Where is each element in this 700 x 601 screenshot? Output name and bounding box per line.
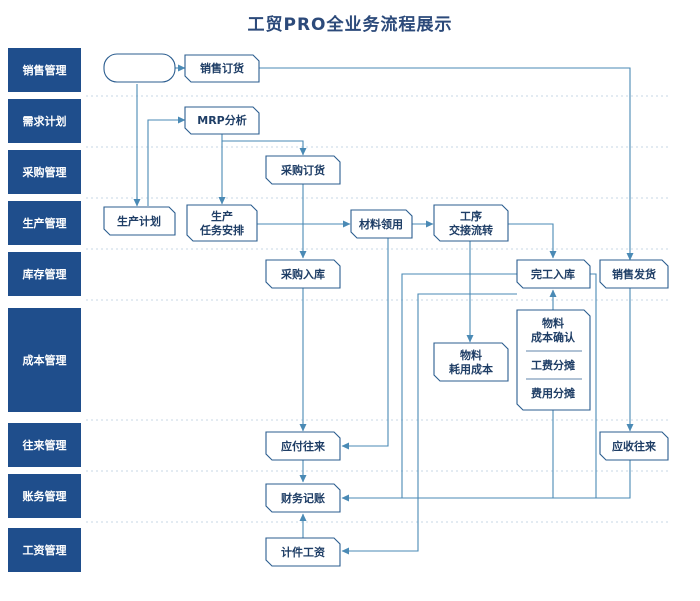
svg-text:销售订货: 销售订货 xyxy=(200,61,244,75)
svg-text:采购管理: 采购管理 xyxy=(22,165,67,179)
svg-text:生产管理: 生产管理 xyxy=(23,216,67,230)
page-title: 工贸PRO全业务流程展示 xyxy=(247,15,453,35)
svg-text:销售管理: 销售管理 xyxy=(23,63,67,77)
lane-header-demand-plan: 需求计划 xyxy=(8,99,81,143)
svg-text:采购订货: 采购订货 xyxy=(280,163,325,177)
svg-text:财务记账: 财务记账 xyxy=(280,491,325,505)
box-process-transfer[interactable]: 工序 交接流转 xyxy=(433,204,509,242)
box-ledger[interactable]: 财务记账 xyxy=(265,483,341,513)
svg-text:应付往来: 应付往来 xyxy=(281,439,326,453)
svg-text:材料领用: 材料领用 xyxy=(359,217,403,231)
svg-text:成本确认: 成本确认 xyxy=(531,330,576,344)
svg-text:销售发货: 销售发货 xyxy=(612,267,656,281)
svg-text:工费分摊: 工费分摊 xyxy=(531,358,575,372)
svg-text:工序: 工序 xyxy=(460,209,482,223)
svg-text:往来管理: 往来管理 xyxy=(23,438,67,452)
box-receivable[interactable]: 应收往来 xyxy=(599,431,669,461)
start-node[interactable] xyxy=(103,53,176,83)
svg-text:物料: 物料 xyxy=(460,348,482,362)
box-cost-allocation-group[interactable]: 物料 成本确认 工费分摊 费用分摊 xyxy=(516,309,591,411)
lane-separators xyxy=(86,95,668,523)
lane-header-production: 生产管理 xyxy=(8,201,81,245)
box-piece-wage[interactable]: 计件工资 xyxy=(265,537,341,567)
svg-text:生产计划: 生产计划 xyxy=(117,214,161,228)
svg-text:MRP分析: MRP分析 xyxy=(197,113,246,127)
lane-header-wages: 工资管理 xyxy=(8,528,81,572)
svg-text:工资管理: 工资管理 xyxy=(23,543,67,557)
svg-text:完工入库: 完工入库 xyxy=(531,267,575,281)
svg-text:生产: 生产 xyxy=(211,209,233,223)
box-production-task[interactable]: 生产 任务安排 xyxy=(186,204,258,242)
svg-text:成本管理: 成本管理 xyxy=(23,353,67,367)
lane-header-accounts: 往来管理 xyxy=(8,423,81,467)
svg-text:计件工资: 计件工资 xyxy=(281,545,325,559)
svg-text:需求计划: 需求计划 xyxy=(23,114,67,128)
box-material-cost[interactable]: 物料 耗用成本 xyxy=(433,342,509,382)
svg-text:采购入库: 采购入库 xyxy=(280,267,325,281)
svg-text:库存管理: 库存管理 xyxy=(23,267,67,281)
box-production-plan[interactable]: 生产计划 xyxy=(103,206,176,236)
box-finished-in[interactable]: 完工入库 xyxy=(516,259,591,289)
box-material-requisition[interactable]: 材料领用 xyxy=(350,209,413,239)
box-purchase-in[interactable]: 采购入库 xyxy=(265,259,341,289)
box-purchase-order[interactable]: 采购订货 xyxy=(265,155,341,185)
box-sales-ship[interactable]: 销售发货 xyxy=(599,259,669,289)
lane-header-purchase: 采购管理 xyxy=(8,150,81,194)
lane-header-cost: 成本管理 xyxy=(8,308,81,412)
box-payable[interactable]: 应付往来 xyxy=(265,431,341,461)
svg-text:交接流转: 交接流转 xyxy=(449,223,493,237)
box-sales-order[interactable]: 销售订货 xyxy=(184,54,260,83)
svg-text:物料: 物料 xyxy=(542,316,564,330)
svg-text:任务安排: 任务安排 xyxy=(199,223,244,237)
connectors xyxy=(133,64,634,555)
svg-text:应收往来: 应收往来 xyxy=(612,439,657,453)
svg-text:费用分摊: 费用分摊 xyxy=(531,386,575,400)
svg-text:耗用成本: 耗用成本 xyxy=(449,362,493,376)
box-mrp[interactable]: MRP分析 xyxy=(184,106,260,135)
svg-text:账务管理: 账务管理 xyxy=(23,489,67,503)
lane-header-inventory: 库存管理 xyxy=(8,252,81,296)
lane-header-sales: 销售管理 xyxy=(8,48,81,92)
lane-header-finance: 账务管理 xyxy=(8,474,81,518)
